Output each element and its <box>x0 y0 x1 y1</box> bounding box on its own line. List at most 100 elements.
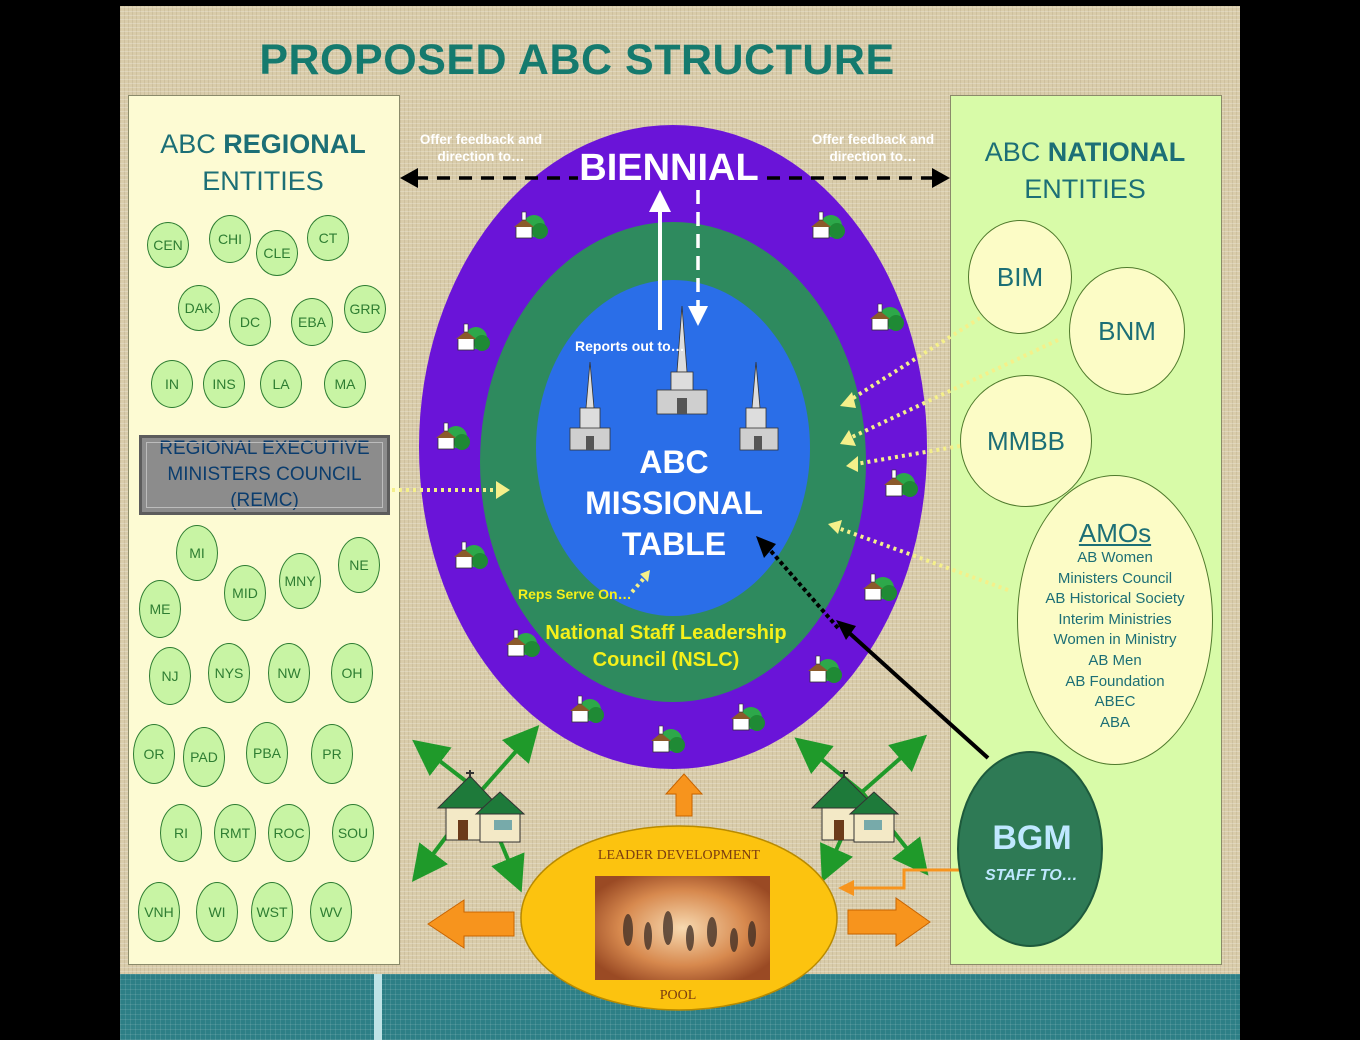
national-heading: ABC NATIONAL ENTITIES <box>950 134 1220 208</box>
missional-table-line1: ABC <box>639 444 709 480</box>
steeple-icon <box>656 305 708 415</box>
pool-right-arrow <box>847 897 931 947</box>
ring-church-icons <box>436 211 918 753</box>
church-icon <box>811 211 845 239</box>
regional-bubble: NYS <box>208 643 250 703</box>
mmbb-bubble: MMBB <box>960 375 1092 507</box>
amos-item: AB Men <box>1088 651 1142 669</box>
bgm-to-pool-line <box>850 868 980 890</box>
regional-bubble: IN <box>151 360 193 408</box>
biennial-label: BIENNIAL <box>579 147 759 189</box>
regional-bubble: WV <box>310 882 352 942</box>
bim-bubble: BIM <box>968 220 1072 334</box>
amos-item: AB Foundation <box>1065 672 1165 690</box>
people-photo <box>595 876 770 980</box>
regional-bubble: WI <box>196 882 238 942</box>
bgm-to-nslc-arrow <box>844 628 990 760</box>
regional-heading-prefix: ABC <box>160 129 216 159</box>
people-silhouettes <box>623 911 756 952</box>
amos-item: AB Historical Society <box>1045 590 1185 608</box>
reports-up-arrowhead <box>649 190 671 212</box>
regional-bubble: NE <box>338 537 380 593</box>
bgm-to-nslc-arrowhead <box>836 620 856 640</box>
right-church-icon <box>810 770 900 843</box>
amos-item: Interim Ministries <box>1058 610 1172 628</box>
bim-arrow <box>848 316 982 402</box>
biennial-down-arrowhead <box>688 306 708 326</box>
church-icon <box>863 573 897 601</box>
yellow-arrowheads <box>496 392 858 582</box>
regional-bubble: CEN <box>147 222 189 268</box>
steeple-icon <box>569 361 611 451</box>
nslc-to-table-arrow <box>768 548 840 630</box>
missional-table-label: ABC MISSIONAL TABLE <box>574 442 774 565</box>
bgm-title: BGM <box>992 819 1072 857</box>
regional-bubble: OH <box>331 643 373 703</box>
regional-bubble: ROC <box>268 804 310 862</box>
yellow-dotted-arrows <box>392 316 1059 594</box>
national-heading-line2: ENTITIES <box>1024 174 1146 204</box>
church-icon <box>884 469 918 497</box>
national-heading-prefix: ABC <box>984 137 1041 167</box>
regional-heading-line2: ENTITIES <box>202 166 324 196</box>
regional-bubble: MID <box>224 565 266 621</box>
regional-bubble: RI <box>160 804 202 862</box>
left-church-icon <box>436 770 526 843</box>
regional-bubble: CHI <box>209 215 251 263</box>
regional-bubble: PR <box>311 724 353 784</box>
feedback-left-label: Offer feedback and direction to… <box>411 131 551 165</box>
church-icon <box>506 629 540 657</box>
amos-item: ABEC <box>1094 693 1136 711</box>
church-icon <box>651 725 685 753</box>
regional-bubble: MI <box>176 525 218 581</box>
reports-out-label: Reports out to… <box>575 338 685 354</box>
regional-bubble: GRR <box>344 285 386 333</box>
regional-bubble: NJ <box>149 647 191 705</box>
remc-line1: REGIONAL EXECUTIVE <box>159 438 370 459</box>
regional-bubble: MNY <box>279 553 321 609</box>
missional-table-line2: MISSIONAL <box>585 485 763 521</box>
regional-bubble: PAD <box>183 727 225 787</box>
nslc-label: National Staff Leadership Council (NSLC) <box>540 620 792 674</box>
regional-bubble: NW <box>268 643 310 703</box>
nslc-line2: Council (NSLC) <box>592 649 740 671</box>
amos-item: ABA <box>1099 713 1130 731</box>
regional-bubble: CT <box>307 215 349 261</box>
amos-item: Women in Ministry <box>1053 631 1177 649</box>
church-icon <box>731 703 765 731</box>
core-steeple-icons <box>569 305 779 451</box>
steeple-icon <box>739 361 779 451</box>
church-icon <box>808 655 842 683</box>
regional-bubble: EBA <box>291 298 333 346</box>
feedback-left-line1: Offer feedback and <box>419 132 543 147</box>
bnm-arrow <box>849 338 1059 440</box>
amos-item: AB Women <box>1077 549 1153 566</box>
feedback-right-line1: Offer feedback and <box>811 132 935 147</box>
church-icon <box>436 422 470 450</box>
missional-table-core <box>536 280 810 616</box>
regional-bubble: PBA <box>246 722 288 784</box>
amos-item: Ministers Council <box>1057 569 1173 587</box>
church-icon <box>456 323 490 351</box>
bgm-subtitle: STAFF TO… <box>985 867 1078 884</box>
nslc-line1: National Staff Leadership <box>545 622 787 644</box>
pool-label: POOL <box>659 988 697 1003</box>
feedback-right-line2: direction to… <box>829 149 917 164</box>
feedback-arrowhead-right <box>932 168 950 188</box>
regional-bubble: OR <box>133 724 175 784</box>
regional-bubble: DAK <box>178 285 220 331</box>
regional-bubble: SOU <box>332 804 374 862</box>
feedback-left-line2: direction to… <box>437 149 525 164</box>
regional-bubble: CLE <box>256 230 298 276</box>
remc-inner-border <box>146 442 383 508</box>
bgm-to-pool-arrowhead <box>838 880 854 896</box>
regional-bubble: DC <box>229 298 271 346</box>
national-heading-bold: NATIONAL <box>1047 137 1186 167</box>
regional-bubble: RMT <box>214 804 256 862</box>
amos-arrow <box>837 526 1009 592</box>
pool-left-arrow <box>427 899 515 949</box>
regional-bubble: WST <box>251 882 293 942</box>
